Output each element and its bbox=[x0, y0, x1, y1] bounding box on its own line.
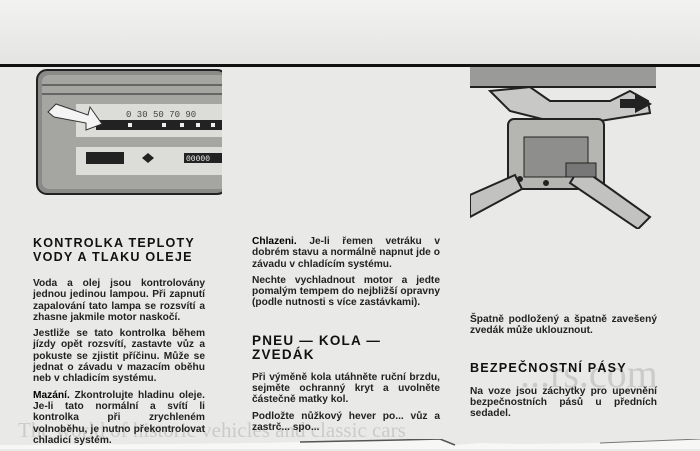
paragraph: Chlazeni. Je-li řemen vetráku v dobrém s… bbox=[252, 236, 440, 270]
paragraph: Nechte vychladnout motor a jedte pomalým… bbox=[252, 274, 440, 309]
paragraph: Na voze jsou záchytky pro upevnění bezpe… bbox=[470, 385, 657, 420]
paragraph: Při výměně kola utáhněte ruční brzdu, se… bbox=[252, 371, 440, 406]
paragraph: Podložte nůžkový hever po... vůz a zastr… bbox=[252, 410, 440, 433]
heading-seatbelts: BEZPEČNOSTNÍ PÁSY bbox=[470, 360, 627, 375]
paragraph: Voda a olej jsou kontrolovány jednou jed… bbox=[33, 278, 205, 323]
paragraph: Jestliže se tato kontrolka během jízdy o… bbox=[33, 328, 205, 385]
column-jack-seatbelts: Špatně podložený a špatně zavešený zvedá… bbox=[470, 314, 657, 424]
watermark-tagline: The world of historic vehicles and class… bbox=[18, 418, 406, 442]
speed-scale: 0 30 50 70 90 bbox=[126, 110, 196, 120]
page-top-band bbox=[0, 0, 700, 64]
jack-illustration bbox=[470, 67, 660, 229]
arrow-pointer-icon bbox=[47, 103, 103, 131]
header-rule bbox=[0, 64, 700, 67]
paragraph: Mazání. Zkontrolujte hladinu oleje. Je-l… bbox=[33, 389, 205, 446]
heading-tires-jack: PNEU — KOLA — ZVEDÁK bbox=[252, 332, 382, 362]
watermark-site: ...rs.com bbox=[520, 351, 658, 396]
odometer-readout: 00000 bbox=[186, 155, 210, 164]
column-cooling-tires: Chlazeni. Je-li řemen vetráku v dobrém s… bbox=[252, 236, 440, 438]
torn-paper-edge bbox=[0, 439, 700, 449]
dashboard-illustration: 0 30 50 70 90 00000 bbox=[36, 67, 222, 197]
paragraph: Špatně podložený a špatně zavešený zvedá… bbox=[470, 314, 657, 337]
arrow-pointer-icon bbox=[620, 94, 652, 113]
